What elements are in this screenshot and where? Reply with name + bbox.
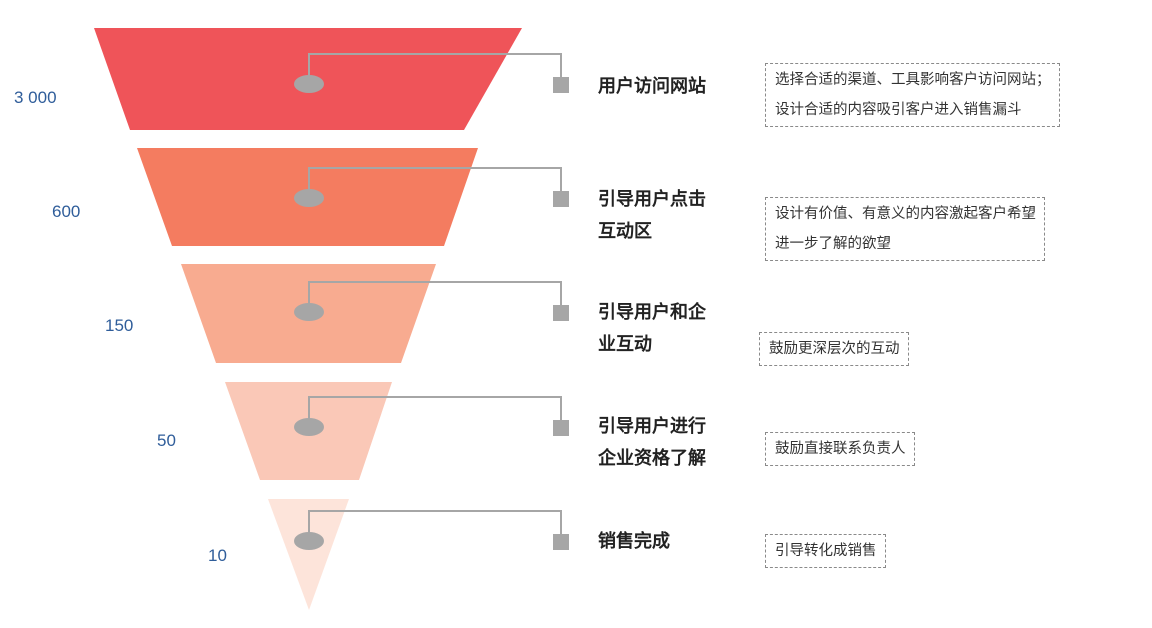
connector-3 — [308, 281, 562, 312]
stage-desc-line: 鼓励更深层次的互动 — [769, 341, 900, 357]
stage-desc-line: 选择合适的渠道、工具影响客户访问网站； — [775, 72, 1051, 88]
connector-1 — [308, 53, 562, 84]
connector-square-5 — [553, 534, 569, 550]
connector-square-1 — [553, 77, 569, 93]
stage-count-2: 600 — [52, 202, 81, 221]
stage-label-line: 互动区 — [598, 221, 652, 242]
stage-label-line: 企业资格了解 — [598, 448, 706, 469]
stage-label-line: 用户访问网站 — [598, 76, 706, 97]
stage-label-line: 销售完成 — [598, 531, 670, 552]
stage-label-2: 引导用户点击 互动区 — [598, 184, 706, 248]
stage-count-5: 10 — [208, 546, 227, 565]
connector-4 — [308, 396, 562, 427]
stage-count-4: 50 — [157, 431, 176, 450]
stage-label-4: 引导用户进行 企业资格了解 — [598, 411, 706, 475]
stage-desc-5: 引导转化成销售 — [765, 534, 886, 568]
stage-label-line: 引导用户和企 — [598, 302, 706, 323]
connector-square-2 — [553, 191, 569, 207]
stage-desc-3: 鼓励更深层次的互动 — [759, 332, 909, 366]
funnel-segment-5 — [268, 499, 349, 610]
stage-label-line: 引导用户进行 — [598, 416, 706, 437]
stage-desc-line: 引导转化成销售 — [775, 543, 877, 559]
stage-desc-line: 设计合适的内容吸引客户进入销售漏斗 — [775, 102, 1022, 118]
connector-dot-2 — [294, 189, 324, 207]
stage-label-1: 用户访问网站 — [598, 71, 706, 103]
stage-desc-4: 鼓励直接联系负责人 — [765, 432, 915, 466]
stage-label-3: 引导用户和企 业互动 — [598, 297, 706, 361]
stage-label-5: 销售完成 — [598, 526, 670, 558]
stage-count-1: 3 000 — [14, 88, 57, 107]
stage-count-3: 150 — [105, 316, 134, 335]
stage-label-line: 引导用户点击 — [598, 189, 706, 210]
stage-desc-line: 进一步了解的欲望 — [775, 236, 891, 252]
connector-dot-4 — [294, 418, 324, 436]
stage-desc-line: 设计有价值、有意义的内容激起客户希望 — [775, 206, 1036, 222]
stage-desc-2: 设计有价值、有意义的内容激起客户希望 进一步了解的欲望 — [765, 197, 1045, 261]
stage-desc-1: 选择合适的渠道、工具影响客户访问网站； 设计合适的内容吸引客户进入销售漏斗 — [765, 63, 1060, 127]
stage-label-line: 业互动 — [598, 334, 652, 355]
stage-desc-line: 鼓励直接联系负责人 — [775, 441, 906, 457]
connector-5 — [308, 510, 562, 541]
connector-dot-3 — [294, 303, 324, 321]
connector-square-3 — [553, 305, 569, 321]
connector-square-4 — [553, 420, 569, 436]
connector-dot-1 — [294, 75, 324, 93]
connector-dot-5 — [294, 532, 324, 550]
connector-2 — [308, 167, 562, 198]
